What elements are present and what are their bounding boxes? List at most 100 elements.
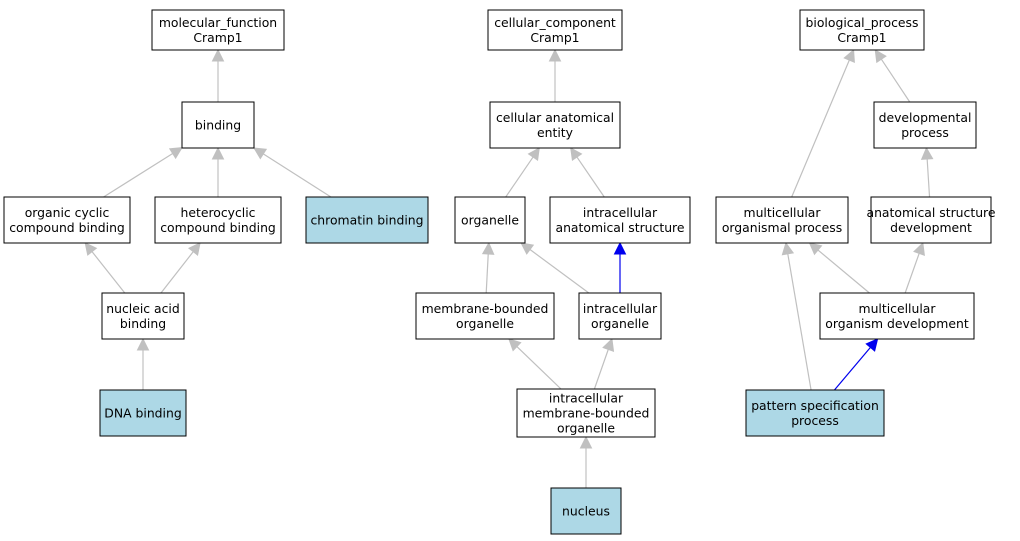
node-org[interactable]: organelle — [454, 196, 526, 244]
edge-nab-to-hcb — [160, 242, 201, 294]
edge-line — [593, 349, 609, 390]
node-label: entity — [537, 125, 573, 140]
node-box[interactable] — [101, 292, 185, 340]
node-label: organismal process — [722, 220, 842, 235]
node-label: nucleus — [562, 504, 610, 519]
node-box[interactable] — [99, 389, 187, 437]
node-label: anatomical structure — [866, 205, 995, 220]
edge-line — [485, 253, 489, 294]
node-box[interactable] — [305, 196, 429, 244]
edge-ocb-to-binding — [103, 147, 183, 198]
node-label: process — [901, 125, 949, 140]
edge-psp-to-mod — [833, 338, 879, 391]
node-box[interactable] — [715, 196, 849, 244]
arrowhead-icon — [508, 338, 522, 352]
edge-psp-to-mop — [781, 241, 812, 391]
edge-line — [103, 152, 174, 198]
node-box[interactable] — [549, 196, 691, 244]
node-label: compound binding — [9, 220, 125, 235]
node-box[interactable] — [454, 196, 526, 244]
node-label: pattern specification — [751, 398, 879, 413]
node-box[interactable] — [181, 101, 255, 149]
node-box[interactable] — [873, 101, 977, 149]
node-box[interactable] — [487, 9, 623, 51]
node-box[interactable] — [799, 9, 925, 51]
edge-layer — [84, 48, 934, 488]
node-nuc[interactable]: nucleus — [550, 487, 622, 535]
arrowhead-icon — [570, 147, 583, 162]
arrowhead-icon — [865, 338, 879, 352]
node-label: chromatin binding — [310, 213, 423, 228]
node-label: organelle — [461, 213, 519, 228]
arrowhead-icon — [520, 242, 535, 255]
edge-line — [926, 158, 931, 198]
arrowhead-icon — [579, 435, 593, 449]
edge-line — [880, 58, 911, 103]
node-box[interactable] — [550, 487, 622, 535]
node-box[interactable] — [870, 196, 992, 244]
arrowhead-icon — [843, 48, 855, 64]
node-box[interactable] — [3, 196, 131, 244]
edge-chrom-to-binding — [253, 147, 332, 198]
node-box[interactable] — [415, 292, 555, 340]
node-dna[interactable]: DNA binding — [99, 389, 187, 437]
edge-imbo-to-io — [593, 337, 615, 390]
node-label: compound binding — [160, 220, 276, 235]
arrowhead-icon — [168, 147, 183, 160]
edge-ias-to-cae — [570, 147, 605, 198]
node-label: process — [791, 413, 839, 428]
arrowhead-icon — [136, 337, 150, 351]
node-binding[interactable]: binding — [181, 101, 255, 149]
node-box[interactable] — [578, 292, 662, 340]
node-label: organelle — [557, 421, 615, 436]
edge-line — [91, 251, 126, 294]
node-chrom[interactable]: chromatin binding — [305, 196, 429, 244]
node-label: organic cyclic — [25, 205, 110, 220]
edge-org-to-cae — [505, 147, 540, 198]
node-label: Cramp1 — [530, 30, 579, 45]
node-label: intracellular — [549, 391, 624, 406]
edge-dna-to-nab — [136, 337, 150, 390]
edge-io-to-ias — [613, 241, 627, 293]
edge-mop-to-bp — [791, 48, 855, 198]
edge-line — [576, 156, 605, 198]
arrowhead-icon — [548, 48, 562, 62]
node-label: membrane-bounded — [523, 406, 650, 421]
edge-asd-to-devp — [920, 146, 934, 198]
node-box[interactable] — [745, 389, 885, 437]
node-box[interactable] — [819, 292, 975, 340]
node-label: molecular_function — [159, 15, 277, 30]
node-box[interactable] — [151, 9, 285, 51]
node-label: Cramp1 — [837, 30, 886, 45]
node-box[interactable] — [516, 388, 656, 438]
node-box[interactable] — [154, 196, 282, 244]
arrowhead-icon — [602, 337, 615, 352]
arrowhead-icon — [211, 48, 225, 62]
node-label: binding — [195, 118, 241, 133]
node-label: intracellular — [583, 205, 658, 220]
edge-devp-to-bp — [874, 49, 911, 103]
node-label: binding — [120, 316, 166, 331]
arrowhead-icon — [84, 242, 98, 256]
node-box[interactable] — [489, 101, 621, 149]
arrowhead-icon — [920, 146, 934, 160]
node-label: multicellular — [744, 205, 822, 220]
